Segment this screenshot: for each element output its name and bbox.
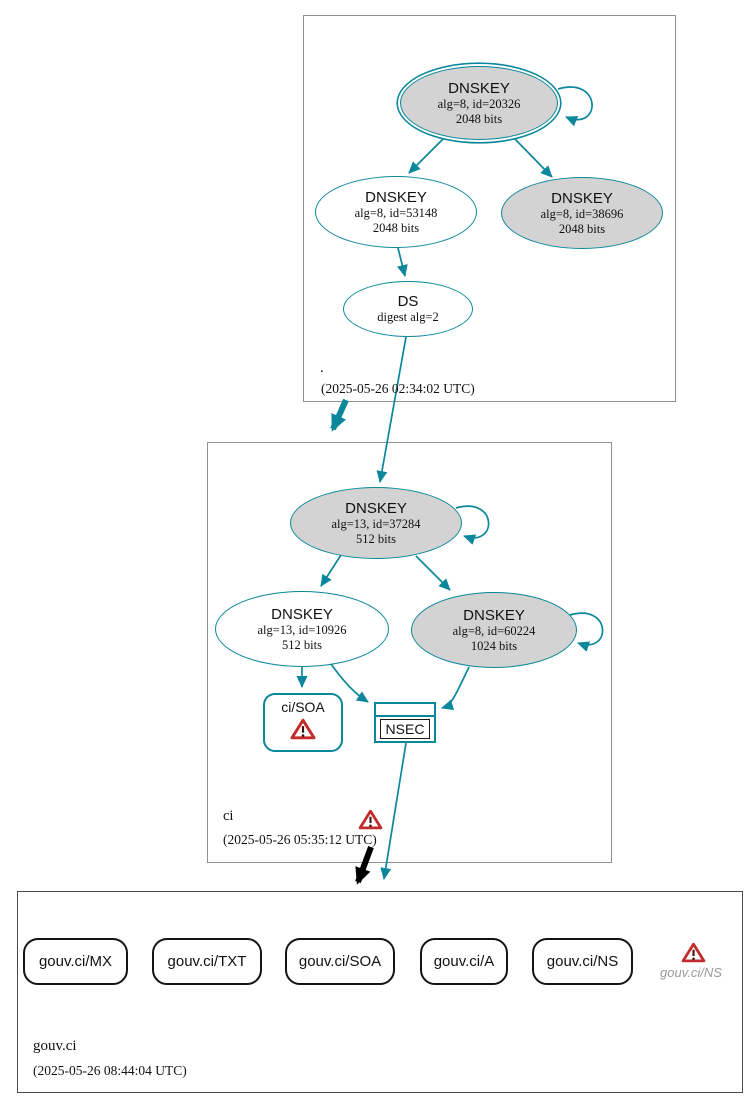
node-gouv-ci-ns[interactable]: gouv.ci/NS xyxy=(532,938,633,985)
node-ci-soa[interactable]: ci/SOA xyxy=(263,693,343,752)
node-title: DNSKEY xyxy=(271,605,333,623)
node-bits: 512 bits xyxy=(282,637,322,652)
warning-icon xyxy=(290,718,316,740)
nsec-label: NSEC xyxy=(380,719,430,739)
node-bits: 1024 bits xyxy=(470,638,518,653)
node-title: DNSKEY xyxy=(551,189,613,207)
node-root-dnskey-53148[interactable]: DNSKEY alg=8, id=53148 2048 bits xyxy=(315,176,477,248)
node-label: gouv.ci/NS xyxy=(546,953,619,970)
warning-icon[interactable] xyxy=(358,808,383,831)
node-root-dnskey-38696[interactable]: DNSKEY alg=8, id=38696 2048 bits xyxy=(501,177,663,249)
zone-box-gouv-ci xyxy=(17,891,743,1093)
node-alg: alg=13, id=10926 xyxy=(257,622,347,637)
node-label: gouv.ci/SOA xyxy=(298,953,382,970)
node-alg: alg=8, id=60224 xyxy=(452,623,536,638)
node-ci-dnskey-37284[interactable]: DNSKEY alg=13, id=37284 512 bits xyxy=(290,487,462,559)
zone-label-gouv-ci: gouv.ci xyxy=(33,1038,77,1054)
node-bits: 512 bits xyxy=(356,531,396,546)
node-bits: 2048 bits xyxy=(455,111,503,126)
node-alg: alg=8, id=20326 xyxy=(437,96,521,111)
node-title: DNSKEY xyxy=(345,499,407,517)
nsec-header-strip xyxy=(376,704,434,717)
node-alg: digest alg=2 xyxy=(377,310,439,324)
node-title: DNSKEY xyxy=(365,188,427,206)
node-bits: 2048 bits xyxy=(372,220,420,235)
node-title: DNSKEY xyxy=(448,79,510,97)
node-alg: alg=13, id=37284 xyxy=(331,516,421,531)
node-gouv-ci-mx[interactable]: gouv.ci/MX xyxy=(23,938,128,985)
zone-timestamp-ci: (2025-05-26 05:35:12 UTC) xyxy=(223,832,377,847)
zone-label-root: . xyxy=(320,360,324,376)
node-title: DNSKEY xyxy=(463,606,525,624)
node-label: gouv.ci/A xyxy=(433,953,495,970)
warning-caption-gouv-ci-ns: gouv.ci/NS xyxy=(660,965,722,980)
node-label: ci/SOA xyxy=(281,699,325,715)
node-label: gouv.ci/MX xyxy=(38,953,113,970)
node-gouv-ci-a[interactable]: gouv.ci/A xyxy=(420,938,508,985)
node-ci-dnskey-60224[interactable]: DNSKEY alg=8, id=60224 1024 bits xyxy=(411,592,577,668)
node-root-ds[interactable]: DS digest alg=2 xyxy=(343,281,473,337)
node-alg: alg=8, id=38696 xyxy=(540,206,624,221)
node-ci-dnskey-10926[interactable]: DNSKEY alg=13, id=10926 512 bits xyxy=(215,591,389,667)
node-title: DS xyxy=(397,293,419,310)
warning-icon[interactable] xyxy=(681,941,706,964)
node-root-dnskey-20326[interactable]: DNSKEY alg=8, id=20326 2048 bits xyxy=(400,66,558,140)
zone-timestamp-gouv-ci: (2025-05-26 08:44:04 UTC) xyxy=(33,1063,187,1078)
node-bits: 2048 bits xyxy=(558,221,606,236)
node-label: gouv.ci/TXT xyxy=(167,953,247,970)
node-ci-nsec[interactable]: NSEC xyxy=(374,702,436,743)
node-gouv-ci-soa[interactable]: gouv.ci/SOA xyxy=(285,938,395,985)
node-gouv-ci-txt[interactable]: gouv.ci/TXT xyxy=(152,938,262,985)
zone-label-ci: ci xyxy=(223,808,234,824)
edge-root-to-ci-delegation xyxy=(330,398,349,432)
node-alg: alg=8, id=53148 xyxy=(354,205,438,220)
zone-timestamp-root: (2025-05-26 02:34:02 UTC) xyxy=(321,381,475,396)
